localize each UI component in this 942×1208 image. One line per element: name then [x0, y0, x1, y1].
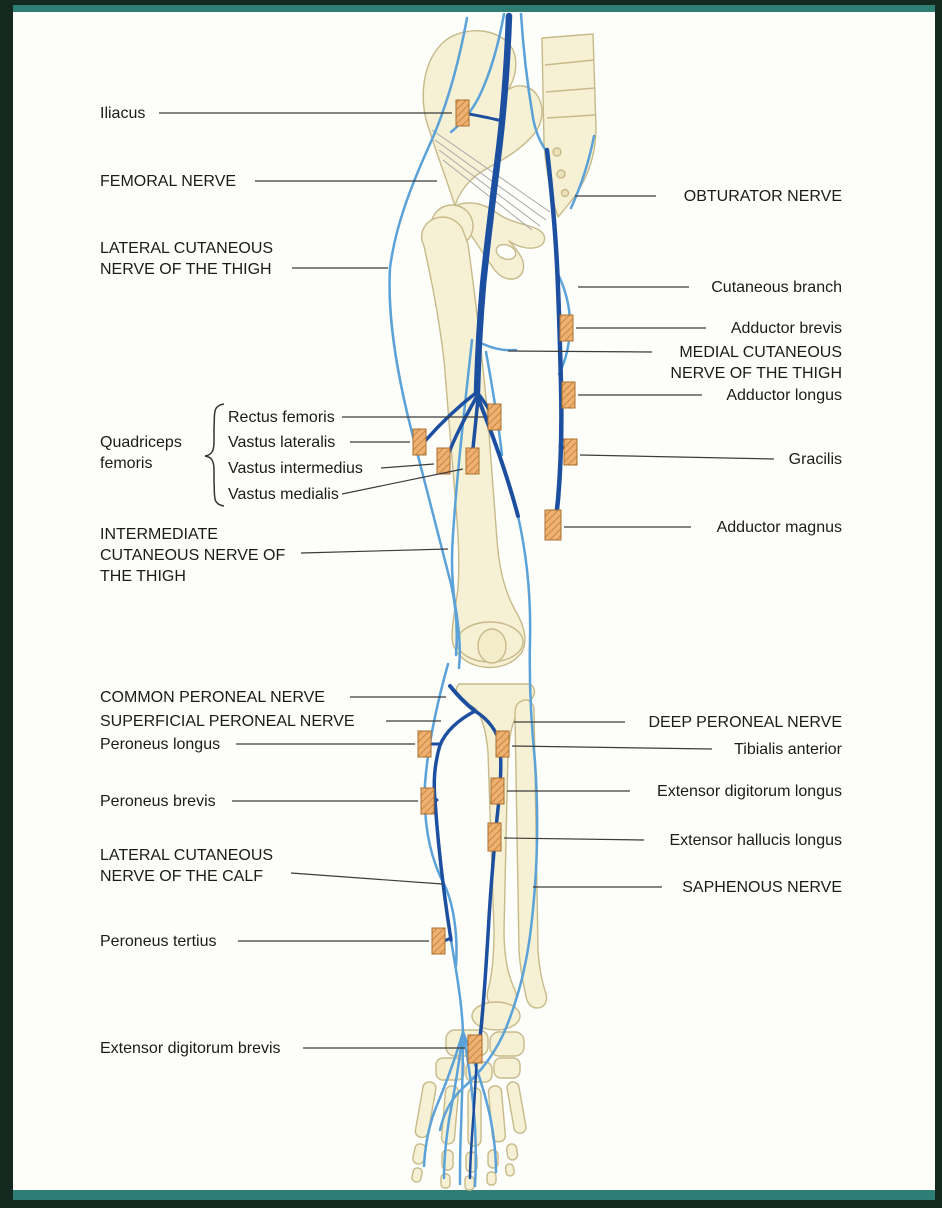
label-deep-peroneal: DEEP PERONEAL NERVE: [648, 714, 842, 731]
label-extensor-digitorum-longus: Extensor digitorum longus: [657, 783, 842, 800]
common-peroneal-nerve-path: [448, 684, 477, 713]
leader-lateral-cutaneous-calf: [290, 872, 443, 885]
marker-vastus-medialis: [465, 447, 480, 475]
pubis-bone: [454, 202, 546, 280]
marker-extensor-hallucis-longus: [487, 822, 502, 852]
marker-peroneus-longus: [417, 730, 432, 758]
label-extensor-digitorum-brevis: Extensor digitorum brevis: [100, 1040, 281, 1057]
label-common-peroneal: COMMON PERONEAL NERVE: [100, 689, 325, 706]
lateral-cutaneous-calf-nerve-path: [423, 662, 458, 968]
leader-lines: [159, 112, 775, 1049]
obturator-nerve-path: [544, 147, 564, 525]
medial-cutaneous-thigh-nerve-path: [481, 342, 518, 352]
label-peroneus-brevis: Peroneus brevis: [100, 793, 216, 810]
marker-vastus-lateralis: [412, 428, 427, 456]
label-tibialis-anterior: Tibialis anterior: [734, 741, 842, 758]
frame-top-dark: [0, 0, 942, 5]
frame-right-edge: [935, 0, 942, 1208]
bones: [411, 30, 597, 1191]
label-saphenous-nerve: SAPHENOUS NERVE: [682, 879, 842, 896]
label-adductor-longus: Adductor longus: [726, 387, 842, 404]
patella-bone: [477, 628, 507, 664]
frame-top-teal: [13, 5, 935, 12]
marker-gracilis: [563, 438, 578, 466]
frame-left-edge: [0, 0, 13, 1208]
label-femoral-nerve: FEMORAL NERVE: [100, 173, 237, 190]
main-nerves: [424, 12, 572, 1180]
saphenous-nerve-path: [438, 514, 539, 1132]
label-rectus-femoris: Rectus femoris: [228, 409, 335, 426]
marker-adductor-brevis: [559, 314, 574, 342]
superficial-peroneal-foot-path: [449, 938, 465, 1034]
label-gracilis: Gracilis: [788, 451, 842, 468]
leader-vastus-medialis: [341, 468, 464, 495]
frame-bottom-teal: [13, 1190, 935, 1200]
leader-tibialis-anterior: [511, 745, 713, 750]
marker-peroneus-brevis: [420, 787, 435, 815]
label-obturator-nerve: OBTURATOR NERVE: [683, 188, 842, 205]
label-intermediate-cutaneous-thigh: INTERMEDIATE CUTANEOUS NERVE OF THE THIG…: [100, 526, 286, 585]
label-iliacus: Iliacus: [100, 105, 146, 122]
marker-adductor-longus: [561, 381, 576, 409]
marker-rectus-femoris: [487, 403, 502, 431]
label-adductor-magnus: Adductor magnus: [716, 519, 842, 536]
frame-bottom-dark: [0, 1200, 942, 1208]
marker-peroneus-tertius: [431, 927, 446, 955]
inguinal-ligament: [431, 129, 551, 231]
marker-vastus-intermedius: [436, 447, 451, 475]
marker-adductor-magnus: [544, 509, 562, 541]
foot-bones: [411, 1001, 527, 1191]
label-superficial-peroneal: SUPERFICIAL PERONEAL NERVE: [100, 713, 355, 730]
label-vastus-lateralis: Vastus lateralis: [228, 434, 336, 451]
superficial-peroneal-nerve-path: [432, 709, 477, 942]
label-lateral-cutaneous-thigh: LATERAL CUTANEOUS NERVE OF THE THIGH: [100, 240, 274, 278]
label-peroneus-tertius: Peroneus tertius: [100, 933, 217, 950]
leader-intermediate-cutaneous-thigh: [300, 548, 449, 554]
marker-tibialis-anterior: [495, 730, 510, 758]
label-lateral-cutaneous-calf: LATERAL CUTANEOUS NERVE OF THE CALF: [100, 847, 274, 885]
label-vastus-medialis: Vastus medialis: [228, 486, 339, 503]
cutaneous-nerves: [388, 12, 596, 1188]
label-vastus-intermedius: Vastus intermedius: [228, 460, 363, 477]
leader-gracilis: [579, 454, 775, 460]
intermediate-cutaneous-thigh-nerve-path: [450, 338, 474, 670]
marker-extensor-digitorum-longus: [490, 777, 505, 805]
label-medial-cutaneous-thigh: MEDIAL CUTANEOUS NERVE OF THE THIGH: [670, 344, 842, 382]
marker-iliacus: [455, 99, 470, 127]
label-extensor-hallucis-longus: Extensor hallucis longus: [669, 832, 842, 849]
leader-extensor-hallucis-longus: [503, 837, 645, 841]
marker-extensor-digitorum-brevis: [467, 1034, 483, 1064]
ilium-bone: [422, 30, 543, 207]
label-peroneus-longus: Peroneus longus: [100, 736, 221, 753]
label-quadriceps-femoris: Quadriceps femoris: [100, 434, 182, 472]
label-adductor-brevis: Adductor brevis: [730, 320, 842, 337]
femoral-nerve-path: [473, 12, 513, 396]
muscle-markers: [412, 99, 578, 1064]
leader-medial-cutaneous-thigh: [507, 350, 653, 353]
label-cutaneous-branch: Cutaneous branch: [711, 279, 842, 296]
lateral-cutaneous-thigh-nerve-path: [388, 16, 469, 657]
quadriceps-bracket: [204, 403, 225, 507]
leader-vastus-intermedius: [380, 463, 435, 469]
